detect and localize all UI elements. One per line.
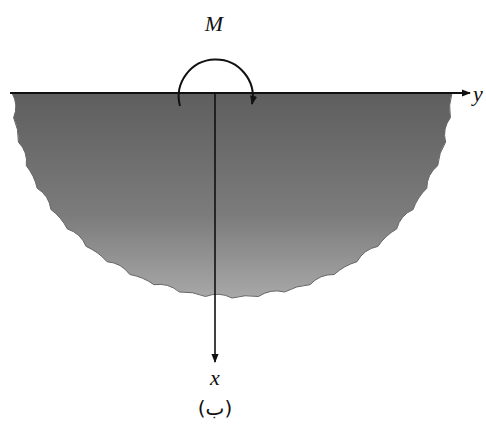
x-axis <box>214 93 216 362</box>
semi-infinite-body <box>12 93 452 298</box>
axis-label: x <box>210 367 220 389</box>
moment-label: M <box>205 13 223 35</box>
moment-arrow <box>179 60 253 106</box>
y-axis <box>10 92 470 94</box>
axis-label: y <box>473 83 483 105</box>
figure-caption: (ب) <box>198 398 232 418</box>
